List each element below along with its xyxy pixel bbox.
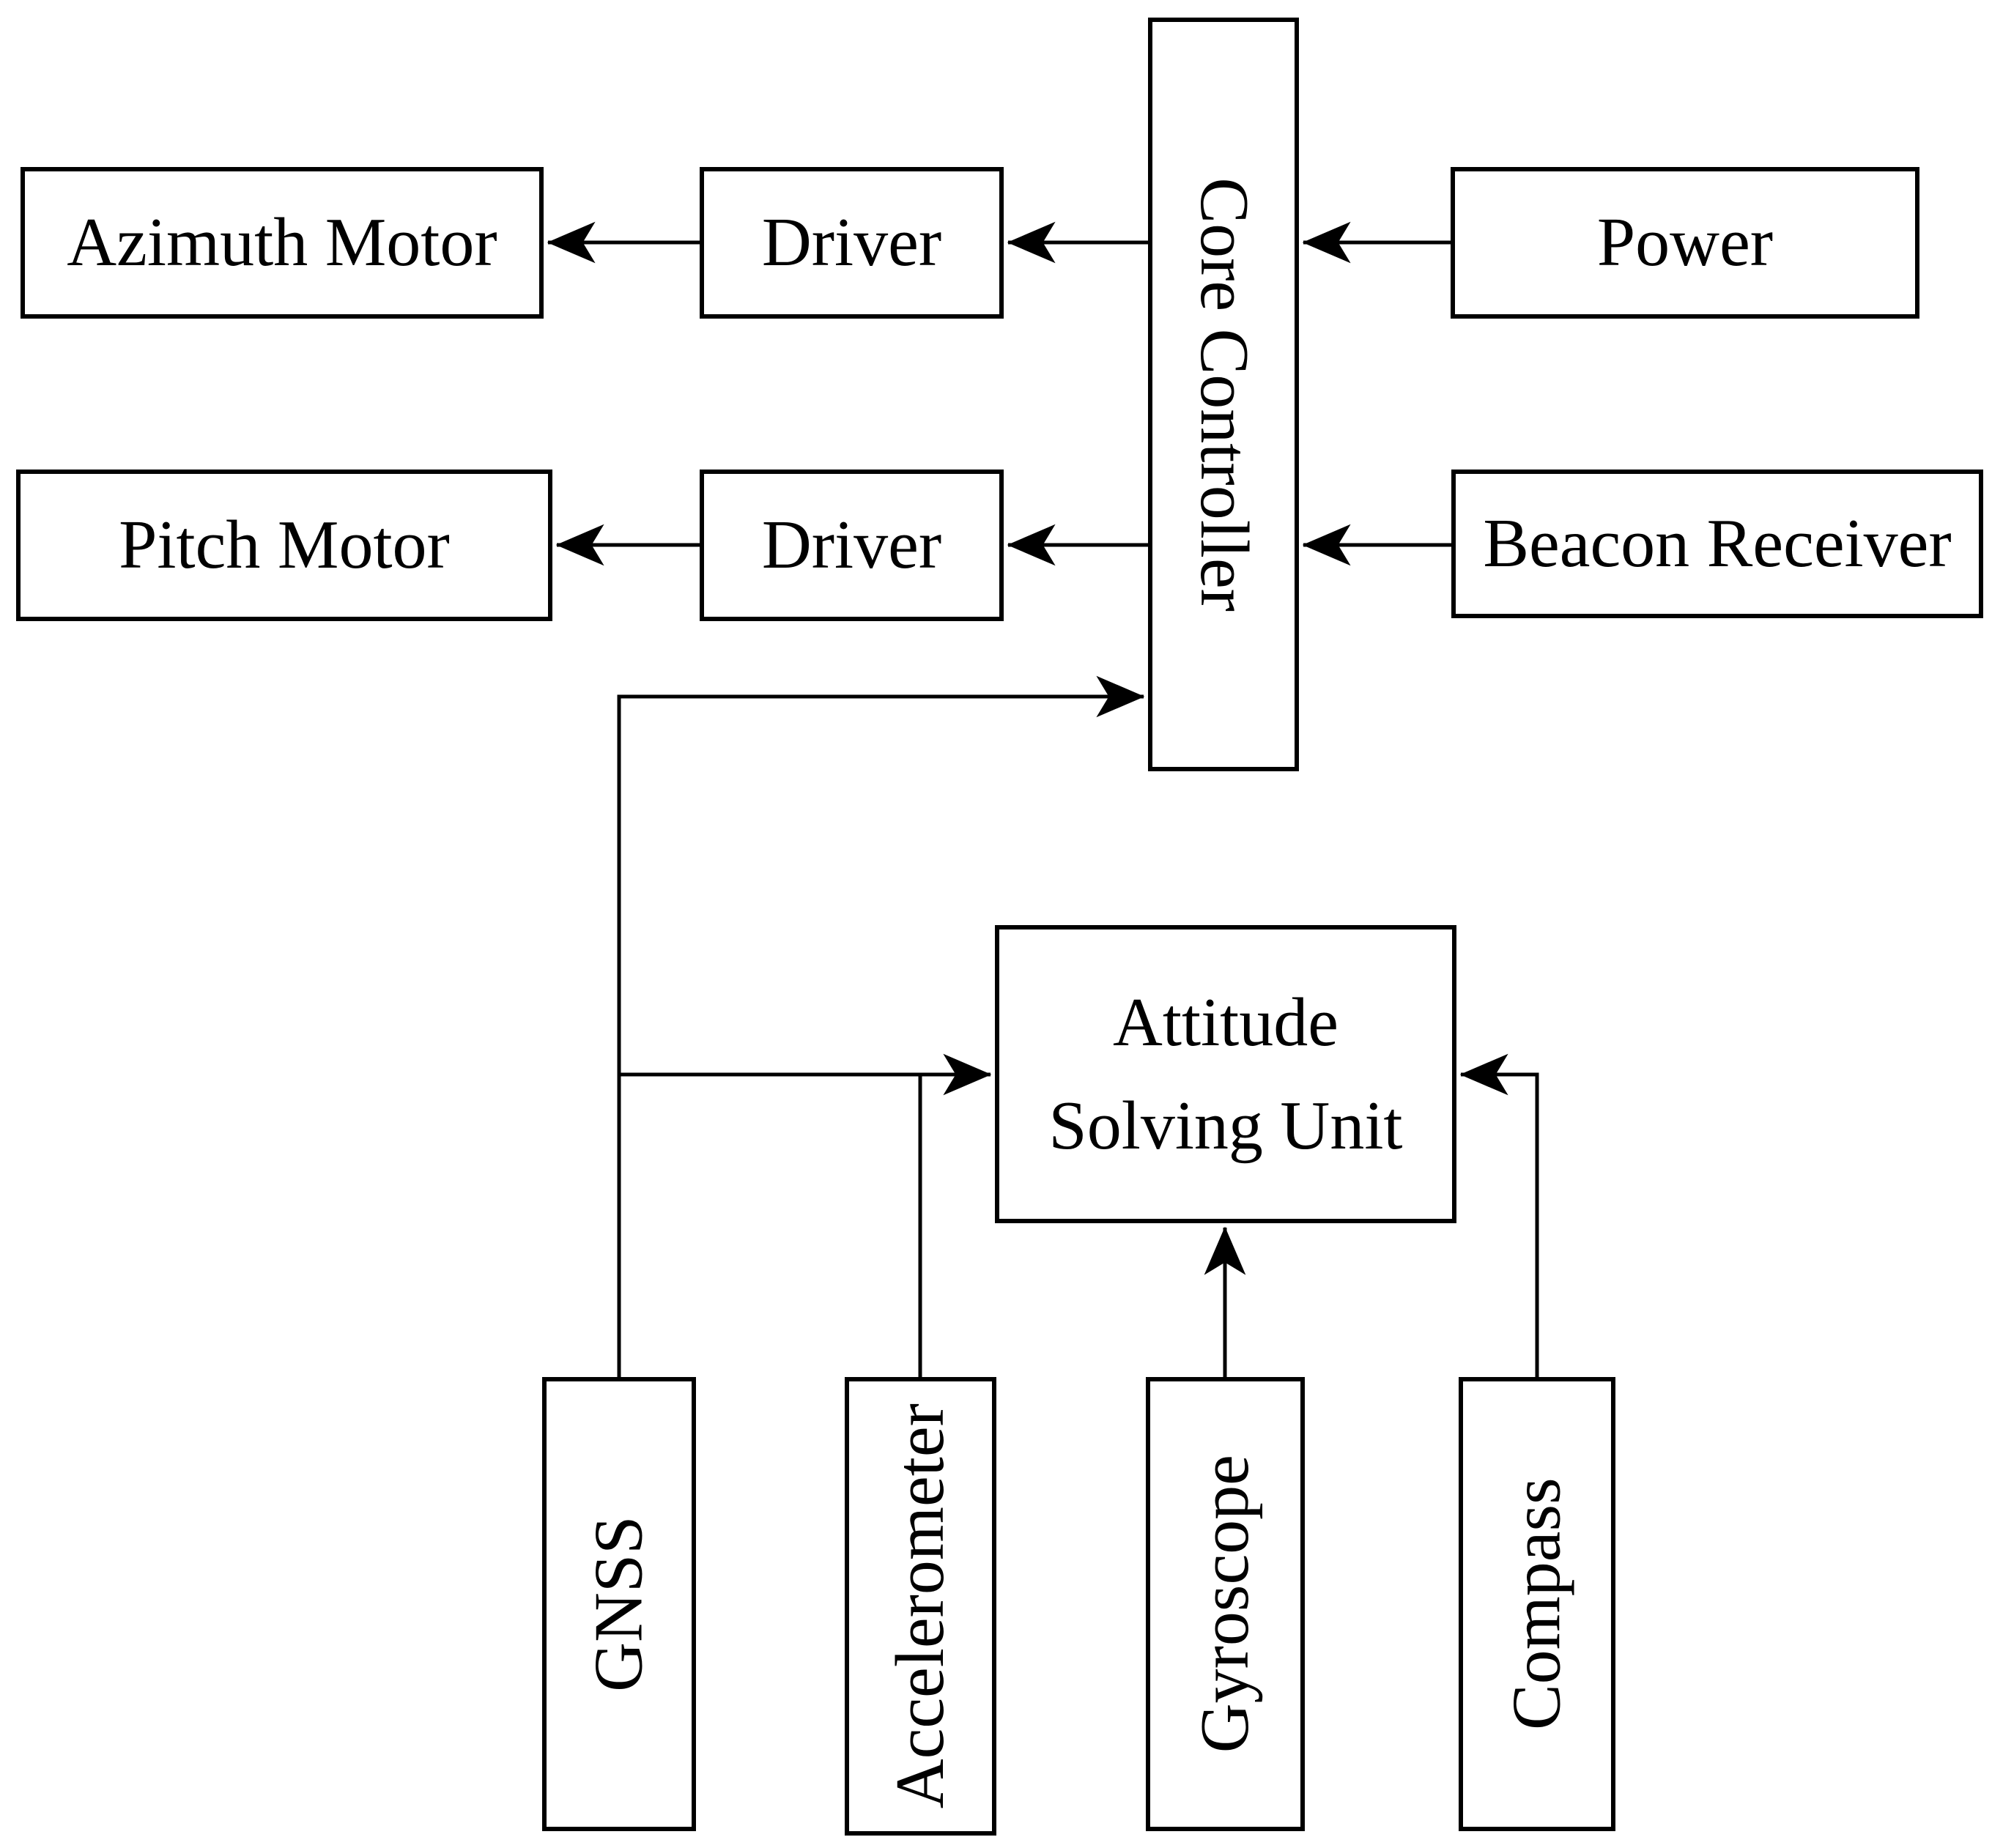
compass-box: Compass [1459, 1377, 1615, 1831]
gnss-label: GNSS [580, 1515, 657, 1693]
azimuth-motor-label: Azimuth Motor [67, 204, 497, 281]
driver-bottom-box: Driver [700, 470, 1004, 621]
driver-bottom-label: Driver [761, 506, 942, 583]
attitude-solving-unit-box: Attitude Solving Unit [995, 925, 1456, 1223]
attitude-solving-unit-label-line1: Attitude [1112, 984, 1339, 1061]
gnss-box: GNSS [542, 1377, 696, 1831]
driver-top-label: Driver [761, 204, 942, 281]
core-controller-label: Core Controller [1185, 177, 1262, 612]
power-label: Power [1596, 204, 1774, 281]
connector-gnss-to-core-controller [617, 675, 1145, 1377]
attitude-solving-unit-label-line2: Solving Unit [1048, 1087, 1403, 1164]
beacon-receiver-box: Beacon Receiver [1451, 470, 1983, 618]
core-controller-box: Core Controller [1148, 18, 1299, 771]
attitude-solving-unit-label: Attitude Solving Unit [1048, 971, 1402, 1178]
beacon-receiver-label: Beacon Receiver [1483, 505, 1952, 582]
pitch-motor-box: Pitch Motor [16, 470, 552, 621]
accelerometer-label: Accelerometer [881, 1403, 958, 1809]
driver-top-box: Driver [700, 167, 1004, 319]
gyroscope-label: Gyroscope [1186, 1455, 1263, 1754]
pitch-motor-label: Pitch Motor [119, 506, 450, 583]
compass-label: Compass [1498, 1477, 1575, 1731]
power-box: Power [1451, 167, 1919, 319]
azimuth-motor-box: Azimuth Motor [21, 167, 544, 319]
connector-compass-to-attitude-solving-unit [1459, 1053, 1539, 1377]
accelerometer-box: Accelerometer [845, 1377, 996, 1836]
gyroscope-box: Gyroscope [1146, 1377, 1305, 1831]
